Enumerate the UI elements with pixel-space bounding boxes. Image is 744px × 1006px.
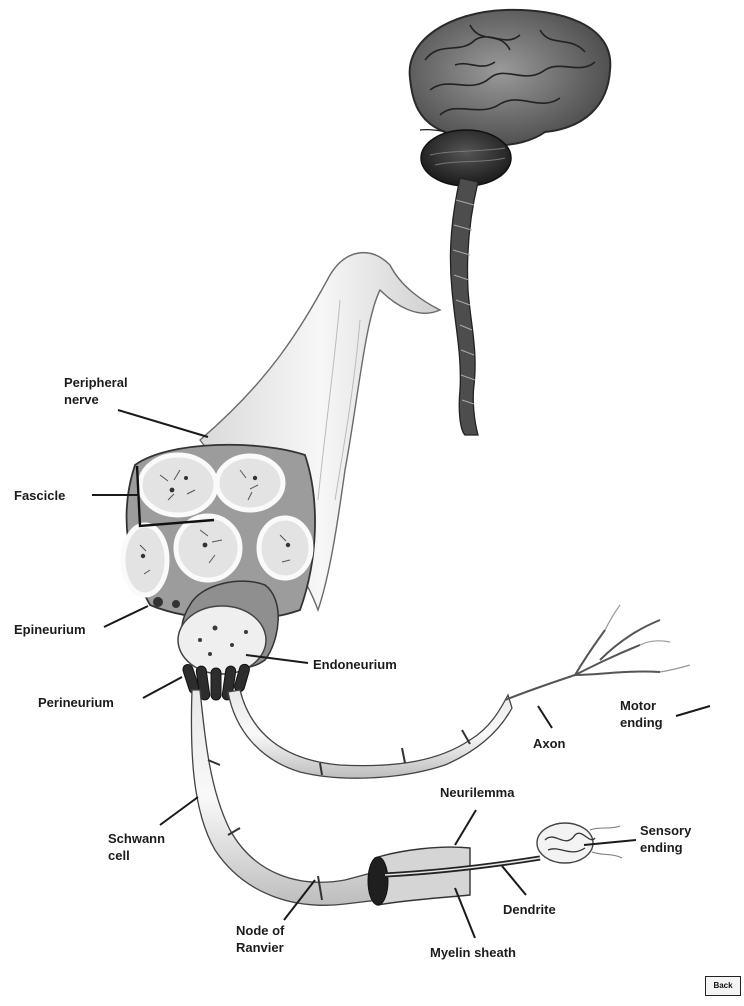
back-button[interactable]: Back <box>705 976 741 996</box>
label-dendrite: Dendrite <box>503 901 556 918</box>
leader-axon <box>538 706 552 728</box>
leader-epineurium <box>104 606 148 627</box>
label-fascicle: Fascicle <box>14 487 65 504</box>
sensory-fiber <box>191 690 378 905</box>
leader-dendrite <box>502 866 526 895</box>
motor-fiber <box>228 690 512 778</box>
cerebellum <box>421 130 511 186</box>
label-myelin-sheath: Myelin sheath <box>430 944 516 961</box>
leader-perineurium <box>143 677 182 698</box>
leader-neurilemma <box>455 810 476 845</box>
motor-axon <box>505 620 660 700</box>
leader-schwann-cell <box>160 797 198 825</box>
label-axon: Axon <box>533 735 566 752</box>
label-epineurium: Epineurium <box>14 621 86 638</box>
spinal-cord <box>450 178 478 435</box>
label-endoneurium: Endoneurium <box>313 656 397 673</box>
leader-peripheral-nerve <box>118 410 208 437</box>
label-perineurium: Perineurium <box>38 694 114 711</box>
label-neurilemma: Neurilemma <box>440 784 514 801</box>
brain <box>410 10 611 186</box>
